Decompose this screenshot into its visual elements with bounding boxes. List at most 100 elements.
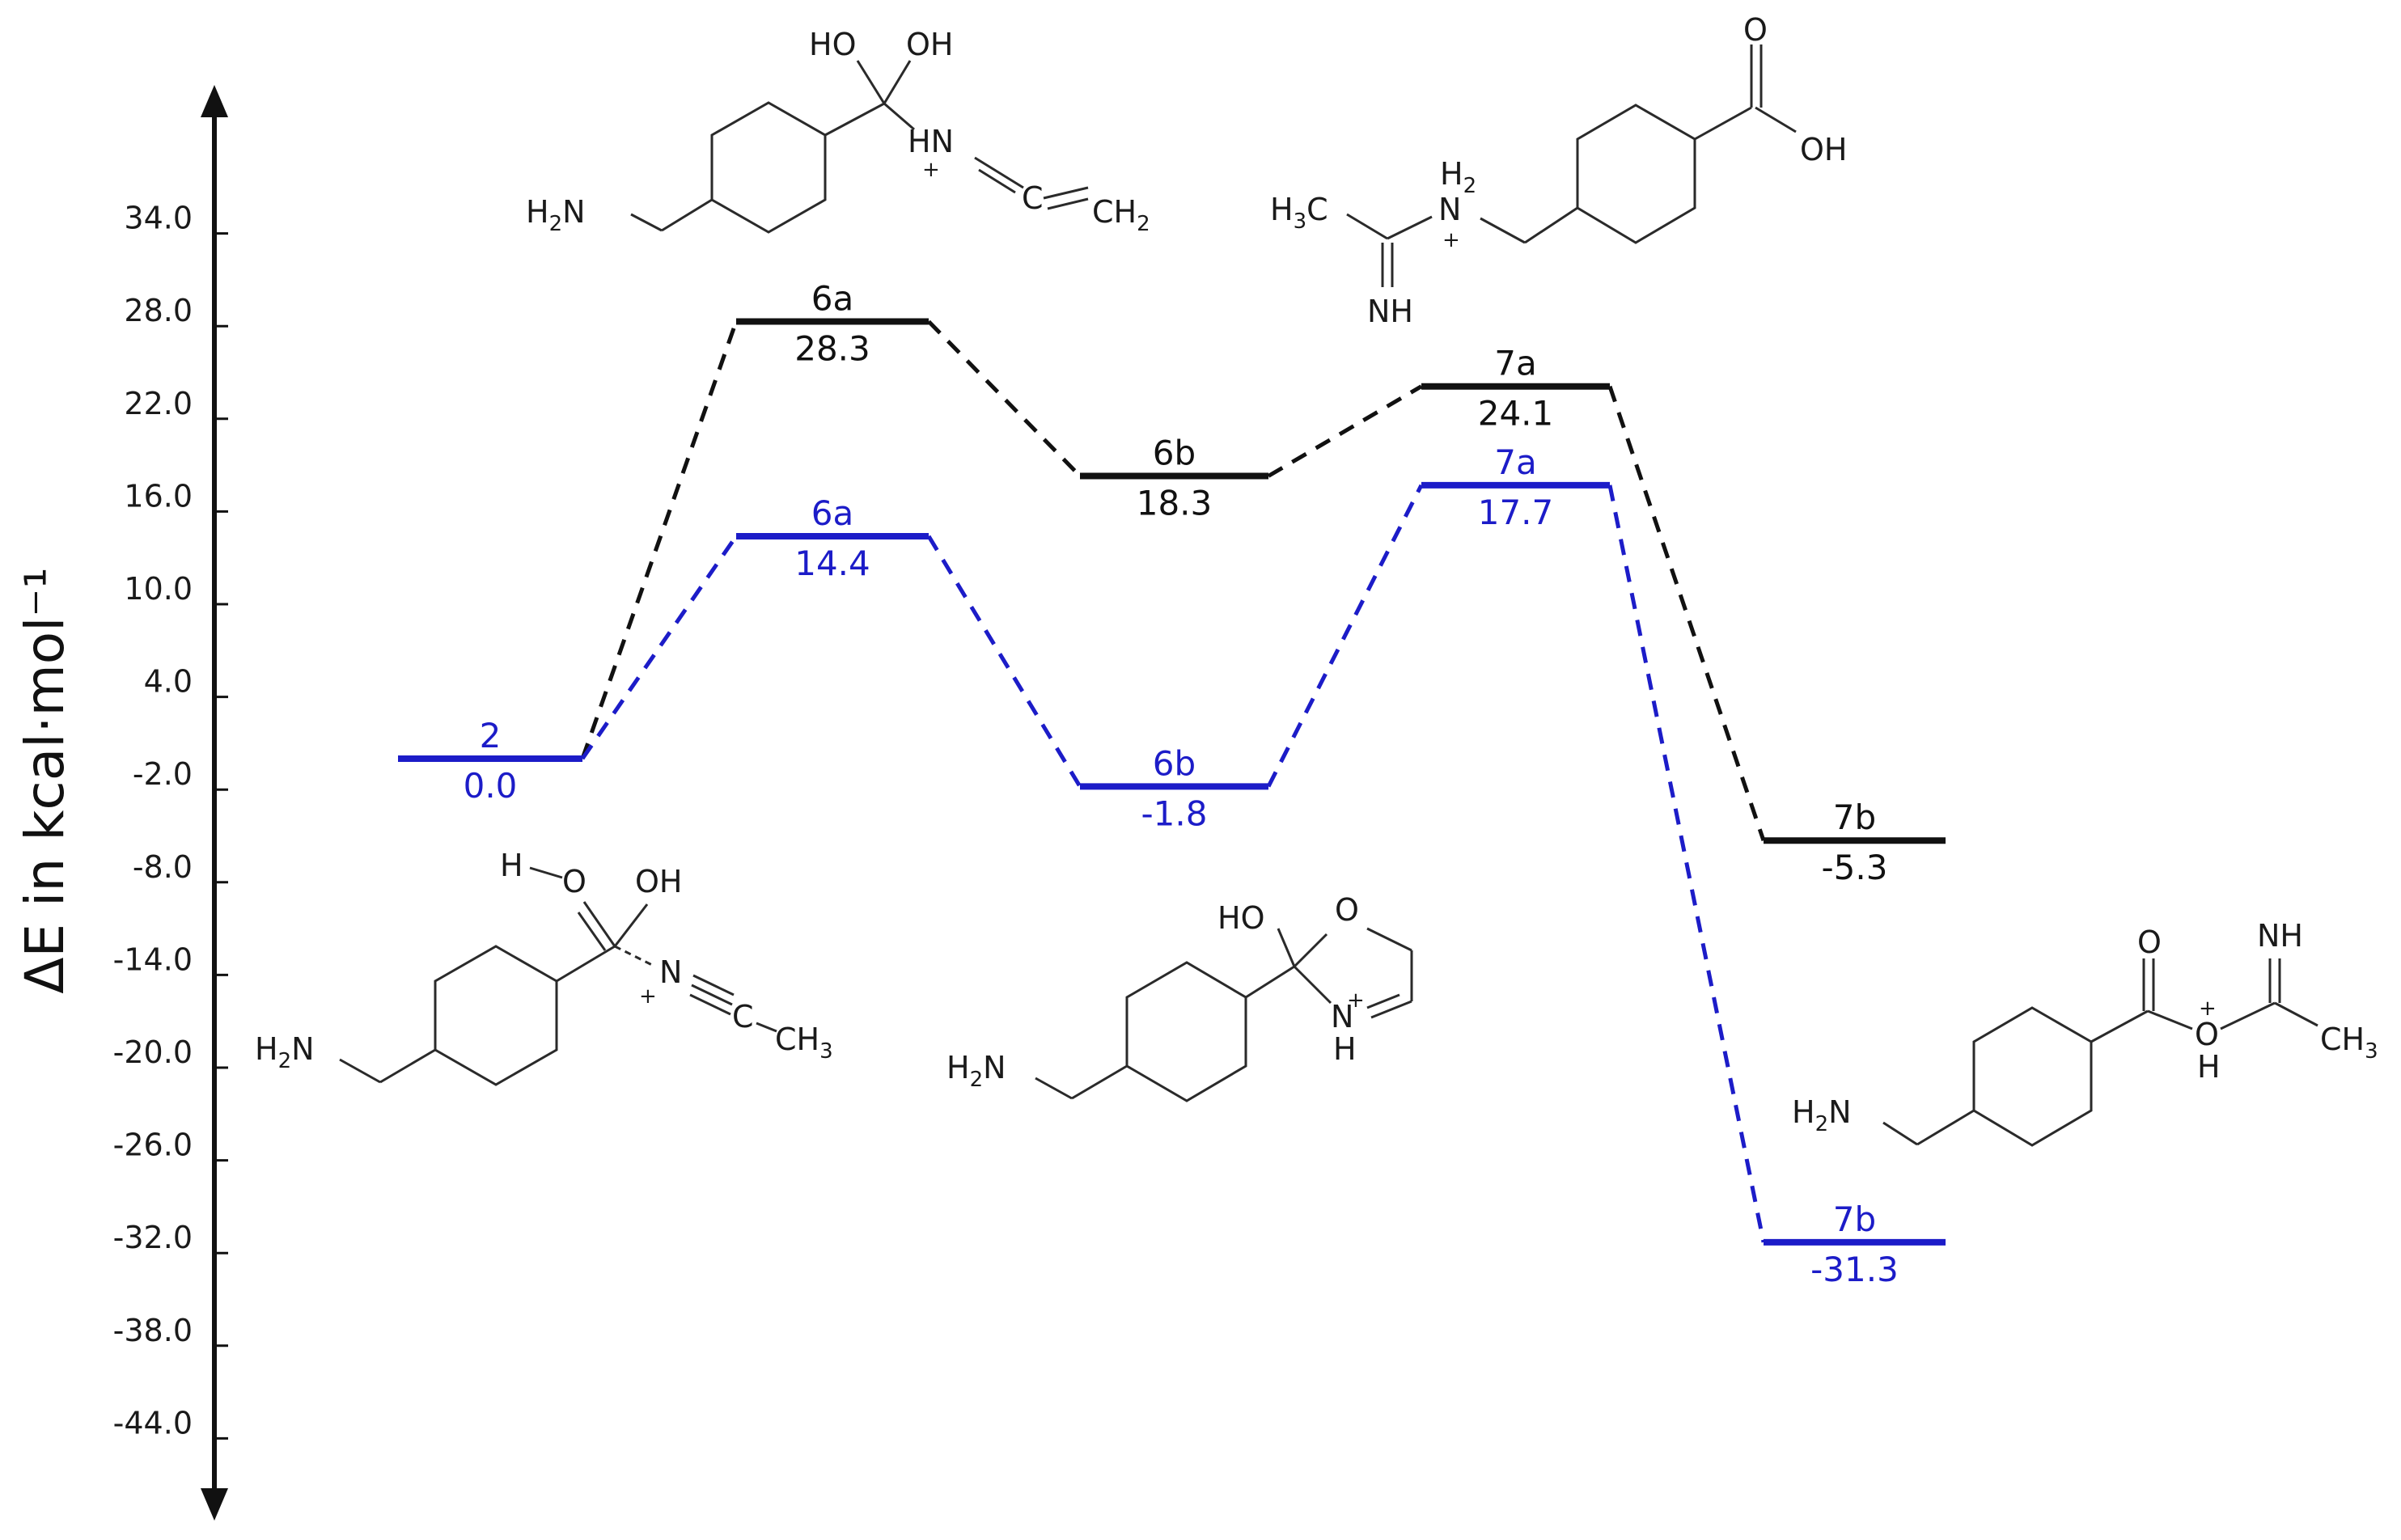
s7a-o: O	[1743, 12, 1768, 48]
s2-h2n: H2N	[255, 1031, 315, 1073]
y-tick-label: -32.0	[113, 1220, 193, 1255]
level-name-label: 2	[480, 716, 502, 755]
y-tick-label: 10.0	[124, 571, 193, 607]
s6b-n: N	[1331, 999, 1353, 1034]
y-axis: 34.028.022.016.010.04.0-2.0-8.0-14.0-20.…	[14, 85, 228, 1521]
level-value-label: 14.4	[794, 544, 870, 583]
level-value-label: -5.3	[1822, 848, 1888, 887]
ring-6b	[1125, 961, 1247, 1102]
s7a-h3c: H3C	[1270, 192, 1328, 234]
s6a-ch2: CH2	[1092, 194, 1150, 236]
bond	[691, 984, 733, 1006]
bond	[630, 213, 663, 232]
s7b-ch3: CH3	[2320, 1022, 2378, 1064]
y-tick-label: -14.0	[113, 941, 193, 977]
bond	[2147, 1009, 2193, 1030]
level-value-label: 18.3	[1137, 483, 1213, 522]
connector-line	[1607, 385, 1766, 842]
level-value-label: 17.7	[1478, 493, 1554, 532]
bond	[614, 945, 656, 968]
s7a-n: N	[1438, 192, 1461, 227]
level-value-label: -31.3	[1810, 1250, 1899, 1289]
bond	[2090, 1009, 2149, 1043]
s6b-h2n: H2N	[946, 1050, 1006, 1092]
s6a-plus: +	[922, 158, 940, 182]
bond	[824, 102, 885, 137]
bond	[661, 198, 713, 232]
bond	[1245, 965, 1295, 999]
bond	[1293, 965, 1332, 1005]
s6a-hn: HN	[908, 124, 954, 159]
y-axis-arrow-down	[201, 1488, 228, 1521]
s2-c: C	[732, 999, 754, 1034]
s6a-c: C	[1022, 180, 1044, 216]
s2-ch3: CH3	[775, 1022, 833, 1064]
ring-7b	[1972, 1006, 2093, 1147]
bond	[756, 1022, 777, 1033]
s6a-oh1: HO	[809, 27, 856, 62]
energy-levels: 6a28.36b18.37a24.17b-5.320.06a14.46b-1.8…	[398, 278, 1946, 1289]
bond	[1480, 217, 1526, 244]
y-tick-label: -26.0	[113, 1128, 193, 1163]
y-tick-label: -2.0	[133, 756, 193, 792]
bond	[689, 993, 731, 1016]
bond	[1755, 106, 1797, 133]
bond	[1043, 186, 1089, 200]
s7b-o: O	[2137, 924, 2162, 960]
s2-plus: +	[639, 984, 657, 1009]
s7a-oh: OH	[1800, 132, 1847, 167]
s7a-plus: +	[1442, 228, 1460, 252]
bond	[692, 974, 735, 996]
level-name-label: 6a	[811, 493, 853, 533]
bond	[529, 866, 563, 879]
connector-line	[580, 535, 739, 760]
bond	[379, 1048, 436, 1084]
bond	[1071, 1064, 1128, 1100]
bond	[613, 903, 649, 947]
y-tick-label: -38.0	[113, 1313, 193, 1348]
s7b-oplus: O	[2195, 1017, 2219, 1052]
bond	[1035, 1077, 1073, 1100]
s2-o: O	[562, 864, 586, 899]
s2-oh: OH	[635, 864, 682, 899]
bond	[1047, 197, 1089, 210]
y-tick-label: 22.0	[124, 386, 193, 421]
bond	[856, 60, 886, 104]
s7a-nh: NH	[1367, 294, 1413, 329]
connector-line	[580, 320, 739, 759]
bond	[556, 945, 616, 983]
structure-6b: HO O N + H H2N	[946, 892, 1413, 1102]
ring-7a	[1576, 104, 1696, 244]
level-value-label: 0.0	[464, 766, 518, 806]
level-name-label: 7b	[1833, 1199, 1876, 1239]
bond	[1882, 1121, 1918, 1146]
s7a-h2: H2	[1440, 156, 1476, 198]
bond	[582, 901, 616, 947]
connector-line	[927, 319, 1082, 478]
bond	[974, 156, 1024, 189]
s7b-plus: +	[2199, 996, 2217, 1021]
s2-h: H	[500, 848, 523, 883]
bond	[1694, 106, 1752, 141]
connector-line	[926, 535, 1082, 788]
level-value-label: 28.3	[794, 328, 870, 368]
connector-line	[1607, 484, 1766, 1243]
y-tick-label: -8.0	[133, 849, 193, 885]
bond	[577, 912, 607, 951]
level-name-label: 6b	[1153, 743, 1196, 783]
s7b-nh: NH	[2257, 918, 2303, 954]
bond	[339, 1058, 381, 1084]
s7b-h2n: H2N	[1792, 1094, 1852, 1136]
s6b-plus: +	[1347, 988, 1365, 1013]
s6b-ho: HO	[1217, 900, 1264, 936]
level-value-label: -1.8	[1141, 793, 1208, 833]
s7b-h: H	[2197, 1049, 2221, 1085]
ring-6a	[710, 101, 827, 234]
level-name-label: 6b	[1153, 433, 1196, 472]
y-axis-label: ΔE in kcal·mol⁻¹	[14, 567, 76, 994]
structure-7b: O O + H NH CH3 H2N	[1792, 918, 2378, 1147]
y-tick-label: 34.0	[124, 201, 193, 236]
s6b-h: H	[1333, 1031, 1357, 1067]
level-name-label: 7a	[1494, 442, 1536, 482]
